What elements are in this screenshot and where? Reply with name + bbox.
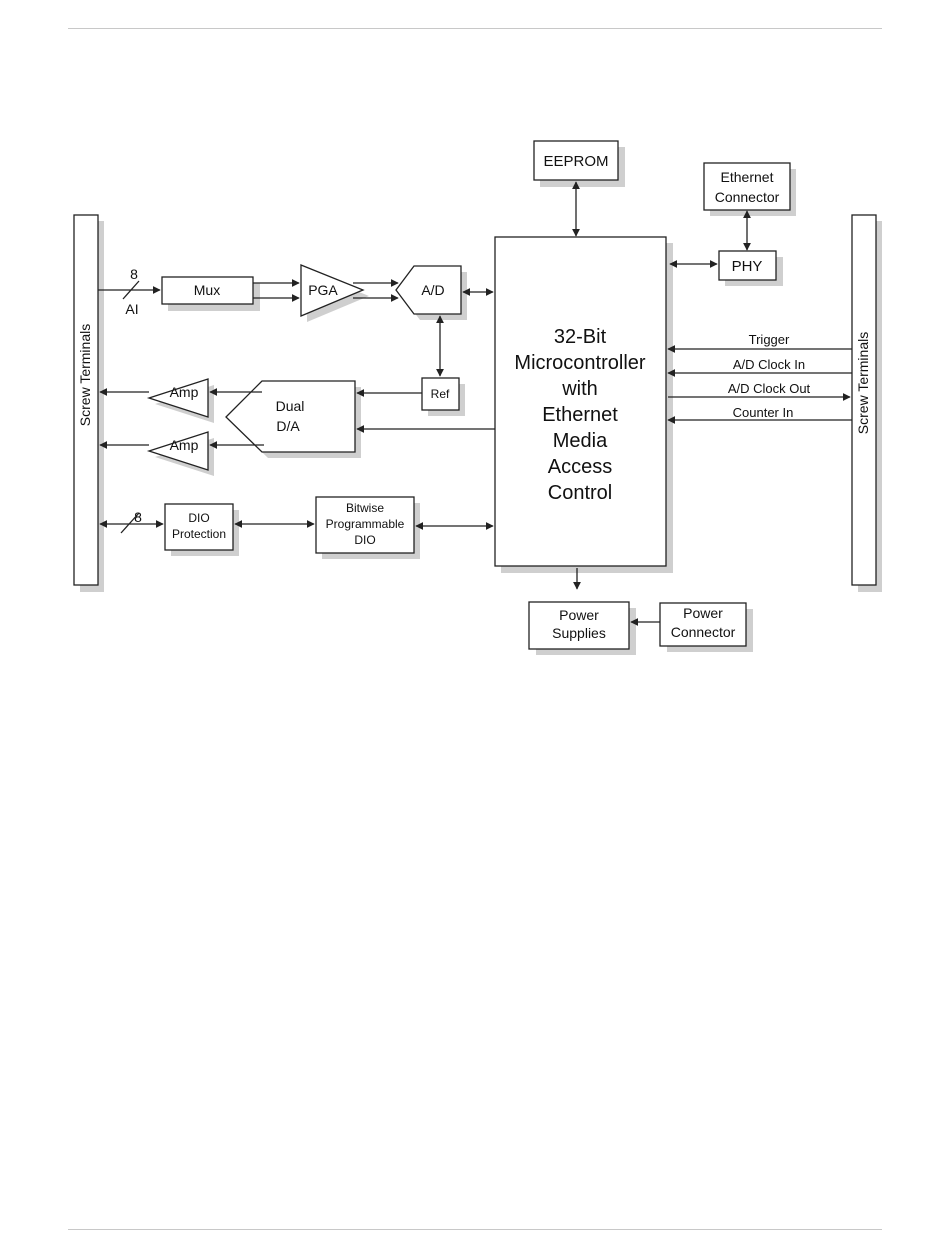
bitwise-dio-label-1: Bitwise	[346, 501, 384, 515]
dio-protection-label-1: DIO	[188, 511, 209, 525]
microcontroller-line-3: with	[561, 378, 598, 400]
power-supplies-label-1: Power	[559, 607, 599, 623]
microcontroller-line-6: Access	[548, 456, 612, 478]
screw-terminals-left-label: Screw Terminals	[77, 324, 93, 426]
trigger-label: Trigger	[749, 332, 790, 347]
ad-clock-out-label: A/D Clock Out	[728, 381, 811, 396]
ethernet-connector-label-2: Connector	[715, 189, 780, 205]
microcontroller-line-1: 32-Bit	[554, 326, 607, 348]
ai-label: AI	[125, 301, 138, 317]
mux-label: Mux	[194, 282, 220, 298]
power-connector-label-2: Connector	[671, 624, 736, 640]
dio-count-label: 8	[134, 509, 142, 525]
eeprom-label: EEPROM	[543, 153, 608, 170]
amp-upper-label: Amp	[170, 384, 199, 400]
ethernet-connector-label-1: Ethernet	[721, 169, 774, 185]
counter-in-label: Counter In	[733, 405, 794, 420]
ref-label: Ref	[431, 387, 450, 401]
bitwise-dio-label-2: Programmable	[326, 517, 405, 531]
microcontroller-line-5: Media	[553, 430, 608, 452]
phy-label: PHY	[732, 258, 763, 275]
power-connector-label-1: Power	[683, 605, 723, 621]
dual-da-label-1: Dual	[276, 398, 305, 414]
ad-clock-in-label: A/D Clock In	[733, 357, 805, 372]
dual-da-label-2: D/A	[276, 418, 300, 434]
microcontroller-block	[495, 237, 666, 566]
ad-label: A/D	[421, 282, 444, 298]
screw-terminals-right-label: Screw Terminals	[855, 332, 871, 434]
microcontroller-line-7: Control	[548, 482, 612, 504]
dio-protection-label-2: Protection	[172, 527, 226, 541]
microcontroller-line-4: Ethernet	[542, 404, 618, 426]
bitwise-dio-label-3: DIO	[354, 533, 375, 547]
ai-count-label: 8	[130, 266, 138, 282]
power-supplies-label-2: Supplies	[552, 625, 606, 641]
microcontroller-line-2: Microcontroller	[514, 352, 645, 374]
amp-lower-label: Amp	[170, 437, 199, 453]
pga-label: PGA	[308, 282, 338, 298]
